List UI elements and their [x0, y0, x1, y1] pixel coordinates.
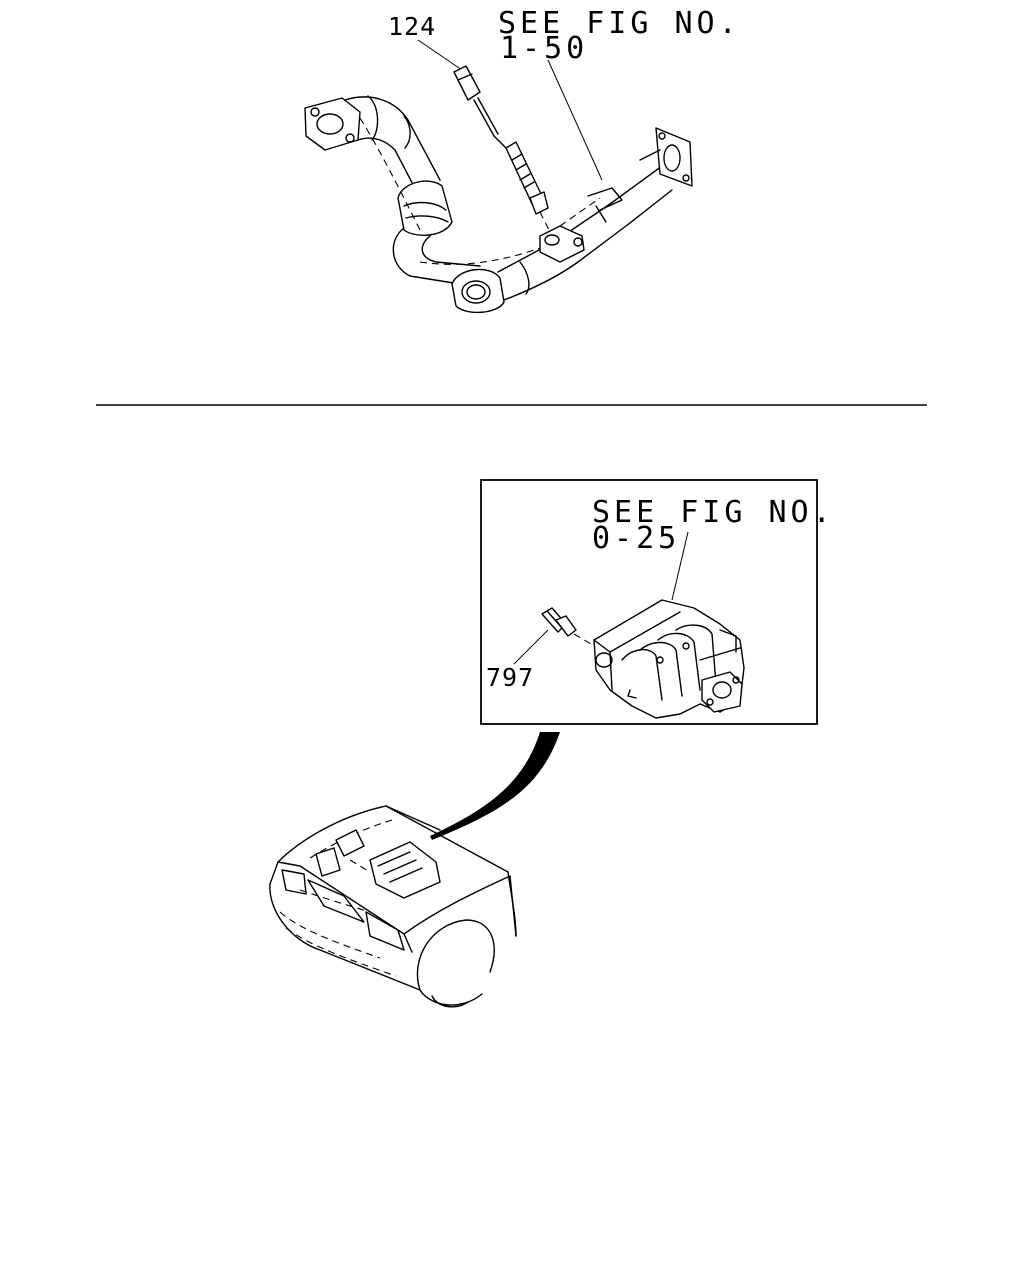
part-label-797: 797 [486, 663, 534, 692]
leader-line-fig-0-25 [671, 531, 689, 601]
leader-line-fig-1-50 [547, 59, 603, 181]
part-label-124: 124 [388, 12, 436, 41]
leader-line-124 [417, 39, 463, 71]
oxygen-sensor-124 [453, 65, 551, 233]
top-section: 124 SEE FIG NO. 1-50 [304, 6, 741, 313]
reference-text-top-line1: SEE FIG NO. [498, 6, 741, 41]
reference-text-bottom-line2: 0-25 [592, 521, 680, 556]
vehicle-front-illustration [269, 805, 517, 1008]
reference-text-bottom-line1: SEE FIG NO. [592, 495, 835, 530]
detail-pointer-wedge [430, 732, 560, 840]
leader-line-797 [513, 629, 549, 665]
reference-text-top-line2: 1-50 [500, 31, 588, 66]
exhaust-pipe-illustration [304, 95, 693, 313]
bottom-section: SEE FIG NO. 0-25 797 [269, 479, 835, 1008]
sensor-797 [541, 607, 599, 649]
intake-manifold-illustration [593, 599, 745, 719]
